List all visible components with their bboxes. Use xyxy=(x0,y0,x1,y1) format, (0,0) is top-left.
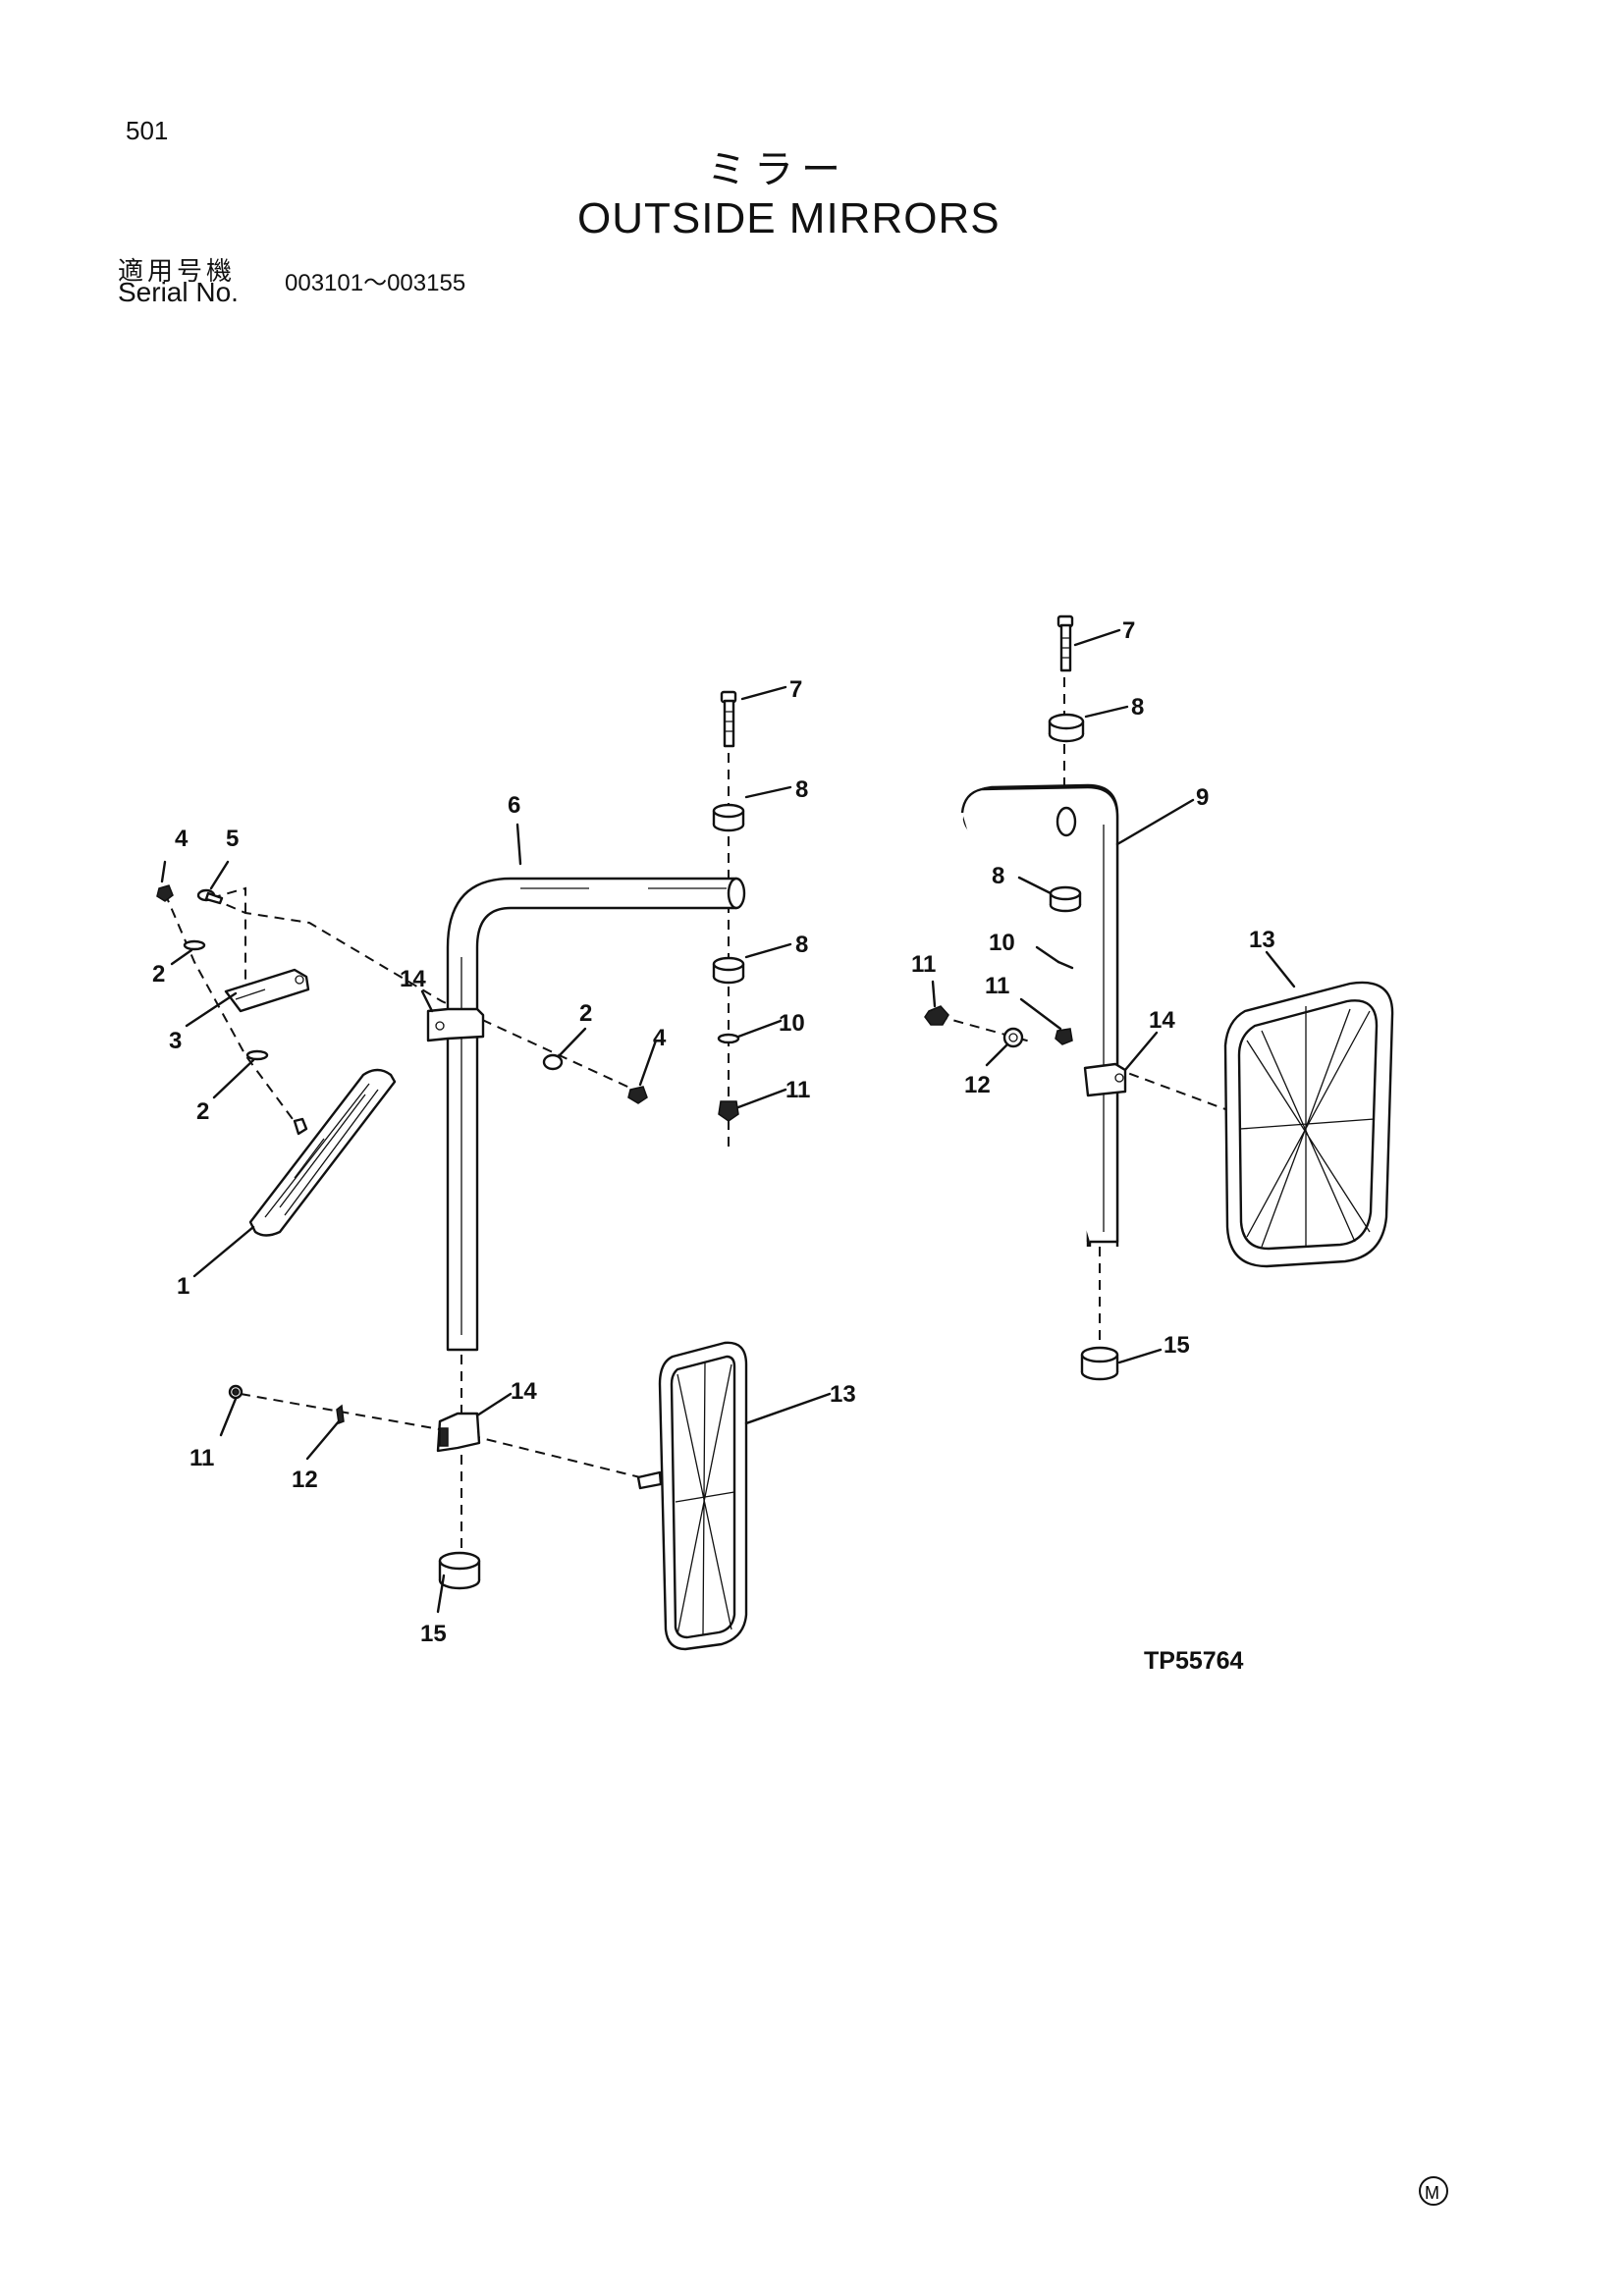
bushing-15-right xyxy=(1080,1346,1119,1381)
washer-10 xyxy=(717,1033,740,1044)
page-title-japanese: ミラー xyxy=(707,147,848,192)
bolt-7 xyxy=(720,690,737,748)
washer-12 xyxy=(336,1404,345,1425)
callout-11: 11 xyxy=(189,1445,214,1471)
callout-14: 14 xyxy=(400,966,426,992)
bushing-8-lower xyxy=(712,956,745,985)
right-mirror-assembly xyxy=(924,614,1394,1381)
callout-9: 9 xyxy=(1196,784,1209,811)
callout-8: 8 xyxy=(1131,694,1144,721)
leader-lines xyxy=(160,628,1296,1614)
callout-2: 2 xyxy=(579,1000,592,1027)
callout-4: 4 xyxy=(653,1025,667,1051)
clamp-14-lower xyxy=(436,1412,481,1453)
callout-8: 8 xyxy=(795,932,808,958)
bracket-3 xyxy=(224,968,310,1013)
mirror-13-right xyxy=(1223,981,1394,1268)
callout-15: 15 xyxy=(1164,1332,1190,1359)
callout-2: 2 xyxy=(152,961,165,988)
callout-10: 10 xyxy=(779,1010,805,1037)
callout-8: 8 xyxy=(795,776,808,803)
callout-1: 1 xyxy=(177,1273,189,1300)
serial-label: Serial No. xyxy=(118,277,239,307)
callout-11: 11 xyxy=(911,951,936,978)
washer-12-right xyxy=(1002,1027,1024,1048)
washer-2-lower xyxy=(245,1049,269,1061)
callout-4: 4 xyxy=(175,826,189,852)
callout-2: 2 xyxy=(196,1098,209,1125)
callout-14: 14 xyxy=(511,1378,537,1405)
callout-12: 12 xyxy=(964,1072,991,1098)
assembly-line xyxy=(210,897,639,1093)
nut-11-right-small xyxy=(1055,1028,1073,1045)
callout-13: 13 xyxy=(830,1381,856,1408)
callout-11: 11 xyxy=(985,973,1009,999)
pipe-9-end xyxy=(1056,806,1077,837)
nut-11-upper xyxy=(718,1100,739,1122)
serial-label-japanese: 適用号機 xyxy=(118,257,237,287)
left-mirror-assembly xyxy=(156,690,748,1651)
bushing-8-right-upper xyxy=(1048,713,1085,743)
assembly-line xyxy=(937,1015,1226,1110)
washer-2-middle xyxy=(542,1053,564,1071)
callout-12: 12 xyxy=(292,1467,318,1493)
callout-6: 6 xyxy=(508,792,520,819)
callout-7: 7 xyxy=(789,676,802,703)
bolt-5 xyxy=(196,888,224,905)
clamp-14-upper xyxy=(426,1007,485,1042)
callout-10: 10 xyxy=(989,930,1015,956)
bushing-8-right-lower xyxy=(1049,885,1082,913)
clamp-14-right xyxy=(1083,1062,1127,1097)
assembly-line xyxy=(164,892,294,1120)
callout-11: 11 xyxy=(785,1077,810,1103)
serial-range: 003101～003155 xyxy=(285,270,466,296)
mirror-13-left xyxy=(636,1341,748,1651)
pipe-6-highlight xyxy=(460,887,727,1335)
nut-11-lower xyxy=(228,1384,244,1400)
callout-15: 15 xyxy=(420,1621,447,1647)
callouts: 4 5 2 3 2 1 6 14 2 4 7 8 8 10 11 11 12 1… xyxy=(152,617,1275,1647)
pipe-6-end xyxy=(727,877,746,910)
callout-14: 14 xyxy=(1149,1007,1175,1034)
callout-8: 8 xyxy=(992,863,1004,889)
figure-code: TP55764 xyxy=(1144,1647,1244,1675)
nut-4-lower xyxy=(627,1086,648,1104)
trademark-mark: M xyxy=(1419,2176,1448,2206)
callout-13: 13 xyxy=(1249,927,1275,953)
page-number: 501 xyxy=(126,116,169,145)
washer-10-right xyxy=(1056,960,1074,970)
nut-11-right xyxy=(924,1005,949,1026)
pipe-6 xyxy=(446,877,738,1352)
callout-3: 3 xyxy=(169,1028,182,1054)
callout-7: 7 xyxy=(1122,617,1135,644)
bolt-7-right xyxy=(1056,614,1074,672)
mirror-1 xyxy=(248,1068,397,1237)
nut-4-upper xyxy=(156,884,174,902)
bushing-15 xyxy=(438,1551,481,1590)
washer-2-upper xyxy=(183,939,206,951)
trademark-letter: M xyxy=(1425,2183,1439,2203)
callout-5: 5 xyxy=(226,826,239,852)
page-title: OUTSIDE MIRRORS xyxy=(577,194,1001,242)
bushing-8-upper xyxy=(712,803,745,832)
